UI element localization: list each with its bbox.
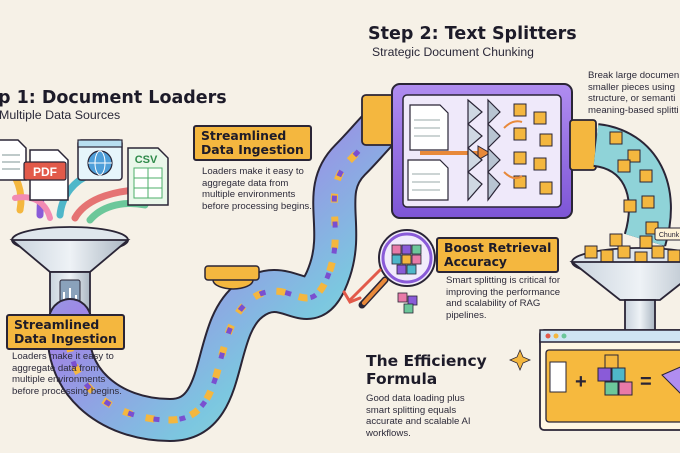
step2-title: Step 2: Text Splitters xyxy=(368,24,577,44)
document-icon xyxy=(0,139,27,181)
pdf-label: PDF xyxy=(33,165,57,179)
globe-icon xyxy=(77,139,123,181)
callout-top-heading: Streamlined Data Ingestion xyxy=(193,125,312,161)
text-splitter-machine xyxy=(361,83,597,219)
callout-top-body: Loaders make it easy to aggregate data f… xyxy=(202,166,312,212)
callout-bottom-heading-line2: Data Ingestion xyxy=(14,330,117,346)
efficiency-title-line1: The Efficiency xyxy=(366,352,487,370)
formula-window: + = xyxy=(508,329,680,431)
chunk-label: Chunk xyxy=(659,232,680,239)
retrieval-heading-line1: Boost Retrieval xyxy=(444,240,552,255)
csv-label: CSV xyxy=(135,154,158,166)
step1-subtitle: Multiple Data Sources xyxy=(0,108,121,122)
retrieval-heading-line2: Accuracy xyxy=(444,253,507,269)
step2-subtitle: Strategic Document Chunking xyxy=(372,45,534,59)
callout-bottom-body: Loaders make it easy to aggregate data f… xyxy=(12,351,122,397)
callout-bottom-heading: Streamlined Data Ingestion xyxy=(6,314,125,350)
equals-operator: = xyxy=(640,371,652,393)
callout-top-heading-line1: Streamlined xyxy=(201,128,287,143)
retrieval-body: Smart splitting is critical for improvin… xyxy=(446,275,561,321)
callout-top-heading-line2: Data Ingestion xyxy=(201,141,304,157)
chunk-output-tube xyxy=(592,123,672,247)
efficiency-body: Good data loading plus smart splitting e… xyxy=(366,393,471,439)
magnifier-icon xyxy=(342,229,436,314)
retrieval-heading: Boost Retrieval Accuracy xyxy=(436,237,560,273)
output-funnel xyxy=(569,233,680,336)
chunk-tag: Chunk xyxy=(654,227,680,241)
plus-operator: + xyxy=(575,371,587,393)
callout-bottom-heading-line1: Streamlined xyxy=(14,317,100,332)
data-pipeline-tube xyxy=(46,96,414,443)
efficiency-title: The Efficiency Formula xyxy=(366,352,487,388)
step2-description: Break large documen smaller pieces using… xyxy=(588,70,680,116)
csv-file-icon: CSV xyxy=(127,147,169,206)
step1-title: p 1: Document Loaders xyxy=(0,88,227,108)
pdf-file-icon: PDF xyxy=(23,149,69,201)
efficiency-title-line2: Formula xyxy=(366,370,438,388)
